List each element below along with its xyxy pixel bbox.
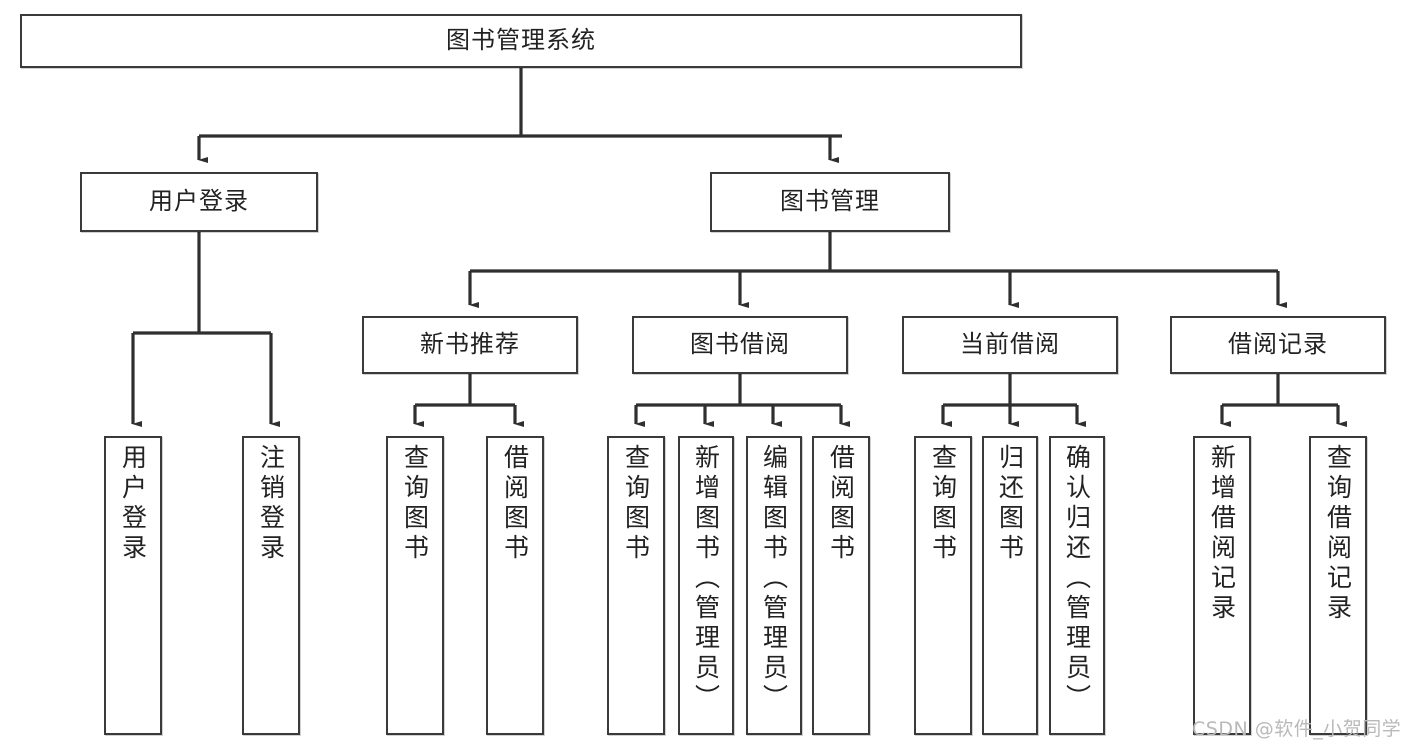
node-user-login[interactable]: 用户登录: [80, 172, 318, 232]
node-label: 借阅图书: [500, 444, 530, 564]
leaf-current-borrow-confirm-return-admin[interactable]: 确认归还（管理员）: [1049, 436, 1105, 735]
node-book-borrow[interactable]: 图书借阅: [632, 316, 848, 374]
node-label: 查询图书: [400, 444, 430, 564]
node-label: 当前借阅: [960, 330, 1060, 359]
node-label: 归还图书: [995, 444, 1025, 564]
node-root-book-management-system[interactable]: 图书管理系统: [20, 14, 1022, 68]
leaf-book-borrow-add-book-admin[interactable]: 新增图书（管理员）: [678, 436, 734, 735]
node-label: 图书借阅: [690, 330, 790, 359]
node-label: 图书管理: [780, 187, 880, 216]
leaf-user-login-logout[interactable]: 注销登录: [242, 436, 300, 735]
node-book-management[interactable]: 图书管理: [710, 172, 950, 232]
csdn-watermark: CSDN @软件_小贺同学: [1192, 718, 1402, 740]
leaf-book-borrow-edit-book-admin[interactable]: 编辑图书（管理员）: [746, 436, 802, 735]
leaf-new-book-borrow-book[interactable]: 借阅图书: [486, 436, 544, 735]
node-label: 新增图书（管理员）: [691, 444, 721, 714]
leaf-borrow-record-query-record[interactable]: 查询借阅记录: [1309, 436, 1367, 735]
node-current-borrow[interactable]: 当前借阅: [902, 316, 1118, 374]
node-label: 查询图书: [621, 444, 651, 564]
leaf-book-borrow-borrow-book[interactable]: 借阅图书: [812, 436, 870, 735]
node-label: 用户登录: [149, 187, 249, 216]
leaf-current-borrow-query-book[interactable]: 查询图书: [914, 436, 972, 735]
leaf-book-borrow-query-book[interactable]: 查询图书: [607, 436, 665, 735]
node-label: 查询图书: [928, 444, 958, 564]
node-label: 借阅记录: [1228, 330, 1328, 359]
node-label: 图书管理系统: [446, 26, 596, 55]
node-label: 确认归还（管理员）: [1062, 444, 1092, 714]
node-label: 查询借阅记录: [1323, 444, 1353, 624]
leaf-current-borrow-return-book[interactable]: 归还图书: [982, 436, 1038, 735]
leaf-borrow-record-add-record[interactable]: 新增借阅记录: [1193, 436, 1251, 735]
node-label: 借阅图书: [826, 444, 856, 564]
node-label: 编辑图书（管理员）: [759, 444, 789, 714]
node-new-book-recommend[interactable]: 新书推荐: [362, 316, 578, 374]
node-label: 新书推荐: [420, 330, 520, 359]
node-label: 注销登录: [256, 444, 286, 564]
leaf-user-login-login[interactable]: 用户登录: [104, 436, 162, 735]
node-borrow-record[interactable]: 借阅记录: [1170, 316, 1386, 374]
leaf-new-book-query-book[interactable]: 查询图书: [386, 436, 444, 735]
node-label: 新增借阅记录: [1207, 444, 1237, 624]
node-label: 用户登录: [118, 444, 148, 564]
